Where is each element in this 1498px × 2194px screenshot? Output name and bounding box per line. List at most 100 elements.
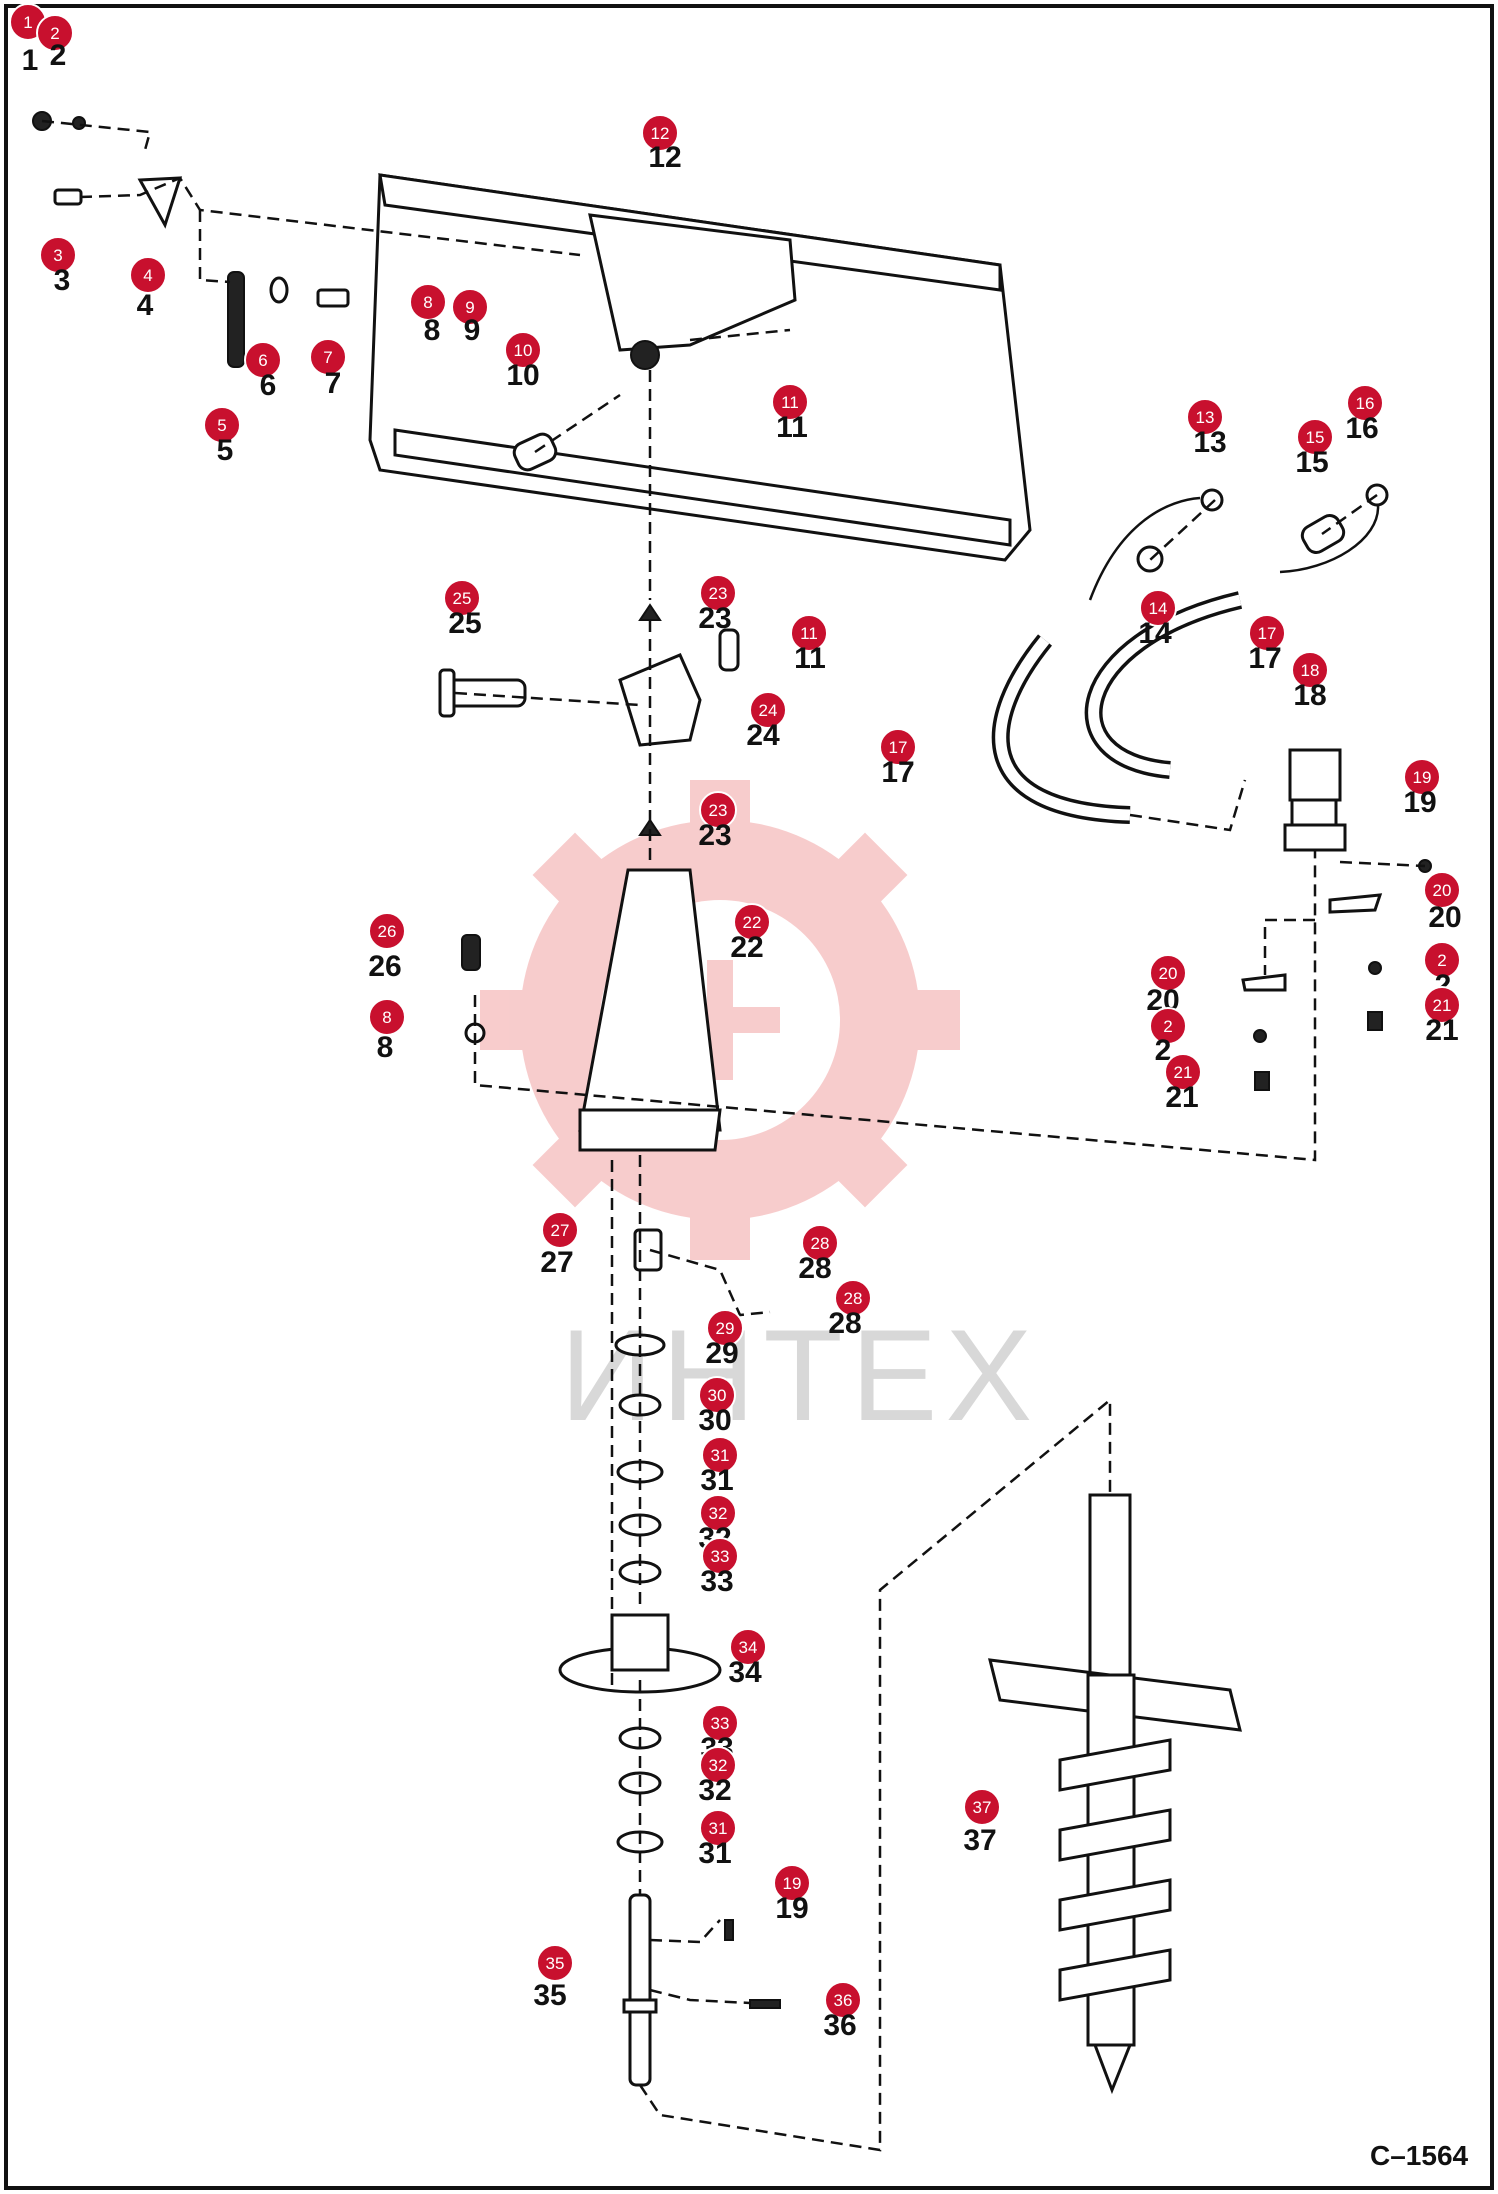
callout-c17a[interactable]: 17 <box>879 728 917 766</box>
callout-c19a[interactable]: 19 <box>1403 758 1441 796</box>
callout-circle <box>773 1864 811 1902</box>
callout-number: 11 <box>800 624 818 643</box>
part-label-c14: 14 <box>1138 617 1172 650</box>
callout-c24[interactable]: 24 <box>749 691 787 729</box>
callout-c26[interactable]: 26 <box>368 912 406 950</box>
callout-circle <box>1423 871 1461 909</box>
callout-number: 28 <box>844 1289 863 1308</box>
callout-c31b[interactable]: 31 <box>699 1809 737 1847</box>
callout-c28b[interactable]: 28 <box>834 1279 872 1317</box>
callout-number: 8 <box>382 1008 391 1027</box>
callout-circle <box>963 1788 1001 1826</box>
part-label-c30: 30 <box>698 1404 731 1437</box>
part-label-c9: 9 <box>464 314 481 347</box>
bolt-small <box>53 188 83 206</box>
callout-c33a[interactable]: 33 <box>701 1537 739 1575</box>
callout-c19b[interactable]: 19 <box>773 1864 811 1902</box>
part-label-c26: 26 <box>368 950 401 983</box>
callout-circle <box>1423 941 1461 979</box>
callout-c31a[interactable]: 31 <box>701 1436 739 1474</box>
callout-c36[interactable]: 36 <box>824 1981 862 2019</box>
callout-number: 2 <box>1437 951 1446 970</box>
callout-c22[interactable]: 22 <box>733 903 771 941</box>
spring-pin <box>227 271 245 368</box>
callout-circle <box>1346 384 1384 422</box>
part-label-c25: 25 <box>448 607 481 640</box>
callout-c20b[interactable]: 20 <box>1149 954 1187 992</box>
callout-c9[interactable]: 9 <box>451 288 489 326</box>
callout-c12[interactable]: 12 <box>641 114 679 152</box>
callout-number: 18 <box>1301 661 1320 680</box>
callout-circle <box>699 791 737 829</box>
callout-c8b[interactable]: 8 <box>368 998 406 1036</box>
callout-c14[interactable]: 14 <box>1139 589 1177 627</box>
bolt-7 <box>316 288 350 308</box>
callout-c34[interactable]: 34 <box>729 1628 767 1666</box>
callout-c2a[interactable]: 2 <box>36 14 74 52</box>
callout-c2b[interactable]: 2 <box>1423 941 1461 979</box>
part-label-c17b: 17 <box>1248 642 1281 675</box>
callout-c8a[interactable]: 8 <box>409 283 447 321</box>
callout-c32b[interactable]: 32 <box>699 1746 737 1784</box>
callout-circle <box>698 1376 736 1414</box>
callout-number: 32 <box>709 1504 728 1523</box>
callout-c32a[interactable]: 32 <box>699 1494 737 1532</box>
callout-c23b[interactable]: 23 <box>699 791 737 829</box>
callout-circle <box>699 574 737 612</box>
callout-c25[interactable]: 25 <box>443 579 481 617</box>
callout-c28a[interactable]: 28 <box>801 1224 839 1262</box>
callout-c17b[interactable]: 17 <box>1248 614 1286 652</box>
callout-number: 6 <box>258 351 267 370</box>
callout-circle <box>701 1537 739 1575</box>
part-label-c23b: 23 <box>698 819 731 852</box>
part-label-c5: 5 <box>217 434 234 467</box>
part-label-c2c: 2 <box>1155 1034 1172 1067</box>
part-label-c19b: 19 <box>775 1892 808 1925</box>
callout-c4[interactable]: 4 <box>129 256 167 294</box>
callout-number: 1 <box>23 13 32 32</box>
callout-number: 14 <box>1149 599 1168 618</box>
callout-c2c[interactable]: 2 <box>1149 1007 1187 1045</box>
callout-c11b[interactable]: 11 <box>790 614 828 652</box>
callout-c37[interactable]: 37 <box>963 1788 1001 1826</box>
callout-c7[interactable]: 7 <box>309 338 347 376</box>
callout-circle <box>824 1981 862 2019</box>
callout-number: 15 <box>1306 428 1325 447</box>
callout-circle <box>36 14 74 52</box>
callout-number: 31 <box>711 1446 730 1465</box>
callout-c6[interactable]: 6 <box>244 341 282 379</box>
callout-c21a[interactable]: 21 <box>1423 986 1461 1024</box>
callout-c27[interactable]: 27 <box>541 1211 579 1249</box>
callout-c16[interactable]: 16 <box>1346 384 1384 422</box>
hose-assembly <box>991 483 1389 824</box>
callout-c21b[interactable]: 21 <box>1164 1053 1202 1091</box>
callout-c15[interactable]: 15 <box>1296 418 1334 456</box>
callout-number: 31 <box>709 1819 728 1838</box>
callout-c5[interactable]: 5 <box>203 406 241 444</box>
callout-c29[interactable]: 29 <box>706 1309 744 1347</box>
callout-c30[interactable]: 30 <box>698 1376 736 1414</box>
callout-c23a[interactable]: 23 <box>699 574 737 612</box>
callout-number: 3 <box>53 246 62 265</box>
part-label-c12: 12 <box>648 141 681 174</box>
callout-c33b[interactable]: 33 <box>701 1704 739 1742</box>
part-label-c8a: 8 <box>424 314 441 347</box>
callout-c11a[interactable]: 11 <box>771 383 809 421</box>
assembly-lines <box>41 119 1426 2152</box>
callout-c18[interactable]: 18 <box>1291 651 1329 689</box>
callout-number: 34 <box>739 1638 758 1657</box>
callout-circle <box>1296 418 1334 456</box>
callout-c10[interactable]: 10 <box>504 331 542 369</box>
part-label-c7: 7 <box>325 367 342 400</box>
callout-c20a[interactable]: 20 <box>1423 871 1461 909</box>
callout-c35[interactable]: 35 <box>536 1944 574 1982</box>
callout-c3[interactable]: 3 <box>39 236 77 274</box>
callout-circle <box>699 1746 737 1784</box>
part-label-c36: 36 <box>823 2009 856 2042</box>
callout-c13[interactable]: 13 <box>1186 398 1224 436</box>
callout-number: 20 <box>1433 881 1452 900</box>
callout-circle <box>1291 651 1329 689</box>
callout-number: 7 <box>323 348 332 367</box>
callout-number: 19 <box>1413 768 1432 787</box>
